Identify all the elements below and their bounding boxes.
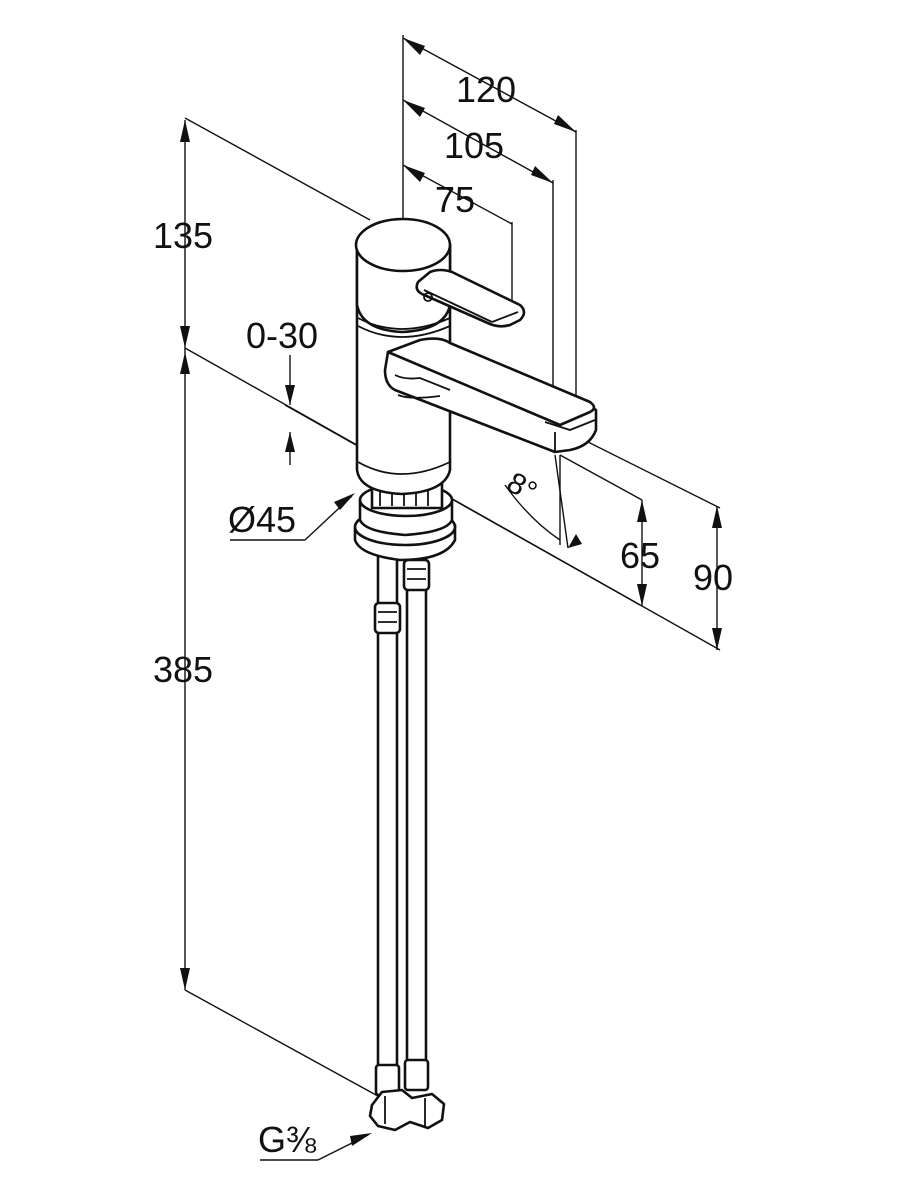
flexible-supply-hoses-icon <box>368 550 446 1132</box>
dimension-75: 75 <box>435 179 475 220</box>
dimension-labels: 120 105 75 135 0-30 Ø45 8° 65 90 385 G⅜ <box>153 69 733 1160</box>
dimension-105: 105 <box>444 125 504 166</box>
dimension-0-30: 0-30 <box>246 315 318 356</box>
dimension-120: 120 <box>456 69 516 110</box>
dimension-65: 65 <box>620 535 660 576</box>
arrowheads <box>180 38 722 1146</box>
dimension-135: 135 <box>153 215 213 256</box>
dimension-90: 90 <box>693 557 733 598</box>
dimension-385: 385 <box>153 649 213 690</box>
dimension-diameter-45: Ø45 <box>228 499 296 540</box>
dimension-thread-g38: G⅜ <box>258 1119 317 1160</box>
mixer-tap-body-icon <box>354 217 598 496</box>
dimension-angle-8: 8° <box>501 466 542 509</box>
